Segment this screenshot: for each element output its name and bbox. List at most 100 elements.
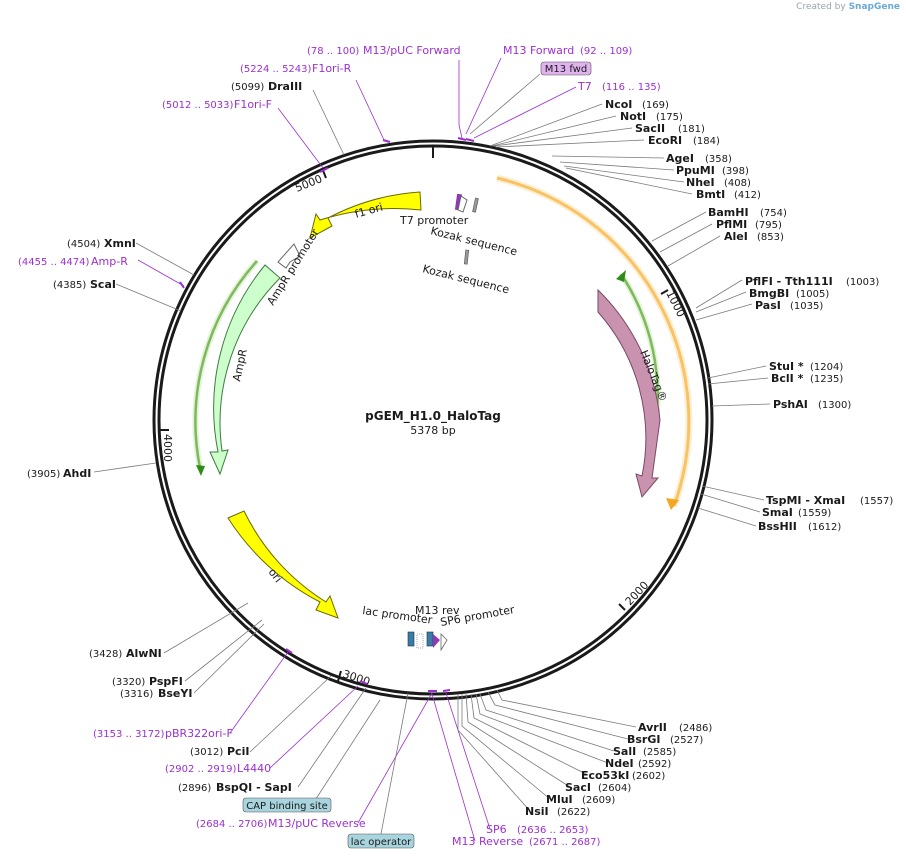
site-sacii-name: SacII [635, 122, 665, 135]
m13-rev-feature [426, 631, 434, 647]
site-pflfi-tth111i-pos: (1003) [846, 277, 879, 288]
backbone-inner [157, 144, 709, 696]
site-bmgbi-name: BmgBI [749, 287, 789, 300]
primer-t7-pos: (116 .. 135) [602, 82, 661, 93]
site-mlui-pos: (2609) [582, 795, 615, 806]
kozak-2-label: Kozak sequence [421, 262, 511, 296]
site-pflmi-name: PflMI [716, 218, 747, 231]
primer-f1ori-r-label: F1ori-R [312, 62, 352, 75]
backbone-outer [152, 139, 714, 701]
site-tsppmi-xmai-name: TspMI - XmaI [766, 494, 845, 507]
site-saci-pos: (2604) [598, 783, 631, 794]
site-pasi-pos: (1035) [790, 301, 823, 312]
site-ahdi-pos: (3905) [27, 469, 60, 480]
site-pasi-name: PasI [755, 299, 781, 312]
ampr-orf-arrowhead [196, 465, 205, 476]
site-bamhi-pos: (754) [760, 208, 787, 219]
plasmid-name: pGEM_H1.0_HaloTag [365, 409, 501, 424]
site-ncoi-name: NcoI [605, 98, 632, 111]
primer-m13-forward-label: M13 Forward [503, 44, 574, 57]
primer-m13-reverse-label: M13 Reverse [452, 835, 523, 848]
site-pspfi-pos: (3320) [112, 677, 145, 688]
site-sali-pos: (2585) [643, 747, 676, 758]
ori-feature [227, 510, 339, 619]
site-avrii-pos: (2486) [679, 723, 712, 734]
m13-fwd-text: M13 fwd [545, 64, 587, 75]
site-bcli-pos: (1235) [810, 374, 843, 385]
site-ecori-pos: (184) [693, 136, 720, 147]
ampr-promoter-feature [277, 243, 301, 269]
site-bseyi-pos: (3316) [120, 689, 153, 700]
sp6-feature-arrow [433, 634, 440, 648]
lac-op-feature [416, 633, 424, 649]
kozak-2-feature [463, 249, 470, 265]
site-eco53ki-name: Eco53kI [581, 769, 629, 782]
f1-ori-feature [309, 191, 422, 239]
site-ndei-name: NdeI [605, 757, 634, 770]
site-pcii-pos: (3012) [190, 747, 223, 758]
t7-arrow-feature [457, 195, 468, 213]
lac-promoter-feature [407, 631, 415, 647]
site-draiii-pos: (5099) [231, 82, 264, 93]
site-noti-name: NotI [620, 110, 646, 123]
site-ppumi-name: PpuMI [676, 164, 715, 177]
primer-l4440-pos: (2902 .. 2919) [165, 764, 237, 775]
leader-lines [93, 57, 771, 842]
site-pflmi-pos: (795) [755, 220, 782, 231]
site-bmti-pos: (412) [734, 190, 761, 201]
m13-fwd-box: M13 fwd [540, 61, 592, 76]
site-stui-name: StuI * [769, 360, 804, 373]
primer-m13-puc-reverse-pos: (2684 .. 2706) [196, 819, 268, 830]
site-stui-pos: (1204) [810, 362, 843, 373]
site-draiii-name: DraIII [268, 80, 302, 93]
site-ecori-name: EcoRI [648, 134, 682, 147]
site-eco53ki-pos: (2602) [632, 771, 665, 782]
site-bmti-name: BmtI [696, 188, 725, 201]
cap-binding-text: CAP binding site [246, 801, 328, 812]
site-pcii-name: PciI [227, 745, 249, 758]
primer-sp6-pos: (2636 .. 2653) [517, 825, 589, 836]
tick-4000-label: 4000 [161, 434, 174, 462]
site-smai-name: SmaI [762, 506, 793, 519]
site-pflfi-tth111i-name: PflFI - Tth111I [745, 275, 833, 288]
tick-4000: 4000 [159, 429, 174, 462]
primer-t7-label: T7 [577, 80, 592, 93]
site-avrii-name: AvrII [638, 721, 667, 734]
site-ncoi-pos: (169) [642, 100, 669, 111]
ampr-feature [209, 264, 281, 476]
primer-m13-puc-forward-pos: (78 .. 100) [307, 46, 359, 57]
site-agei-name: AgeI [666, 152, 694, 165]
site-ppumi-pos: (398) [722, 166, 749, 177]
primer-m13-reverse-pos: (2671 .. 2687) [529, 837, 601, 848]
halotag-inner-orf-arrowhead [616, 270, 626, 282]
site-pshai-pos: (1300) [818, 400, 851, 411]
site-ahdi-name: AhdI [63, 467, 91, 480]
primer-m13-forward-pos: (92 .. 109) [580, 46, 632, 57]
site-bsshii-pos: (1612) [808, 522, 841, 533]
site-saci-name: SacI [565, 781, 591, 794]
halotag-orf-arc-halo [496, 174, 693, 508]
halotag-feature [597, 288, 661, 499]
kozak-1-feature [472, 197, 479, 213]
t7-promoter-label: T7 promoter [399, 214, 469, 227]
primer-labels: (78 .. 100) M13/pUC Forward M13 Forward … [18, 44, 661, 848]
ampr-promoter-label: AmpR promoter [265, 226, 323, 307]
site-bsrgi-name: BsrGI [627, 733, 660, 746]
site-bmgbi-pos: (1005) [796, 289, 829, 300]
sp6-promoter-feature [440, 633, 448, 652]
primer-m13-puc-reverse-label: M13/pUC Reverse [268, 817, 366, 830]
site-bamhi-name: BamHI [708, 206, 749, 219]
site-sacii-pos: (181) [678, 124, 705, 135]
m13-rev-label: M13 rev [415, 604, 460, 617]
site-bspqi-sapi-pos: (2896) [178, 783, 211, 794]
primer-pbr322ori-f-pos: (3153 .. 3172) [93, 729, 165, 740]
halotag-orf-arrowhead [666, 498, 679, 510]
site-agei-pos: (358) [705, 154, 732, 165]
site-alwni-pos: (3428) [89, 649, 122, 660]
created-by-credit: Created by SnapGene [796, 2, 900, 12]
lac-operator-box: lac operator [347, 833, 415, 849]
site-xmni-pos: (4504) [67, 239, 100, 250]
primer-pbr322ori-f-label: pBR322ori-F [165, 727, 233, 740]
primer-f1ori-f-label: F1ori-F [234, 98, 272, 111]
